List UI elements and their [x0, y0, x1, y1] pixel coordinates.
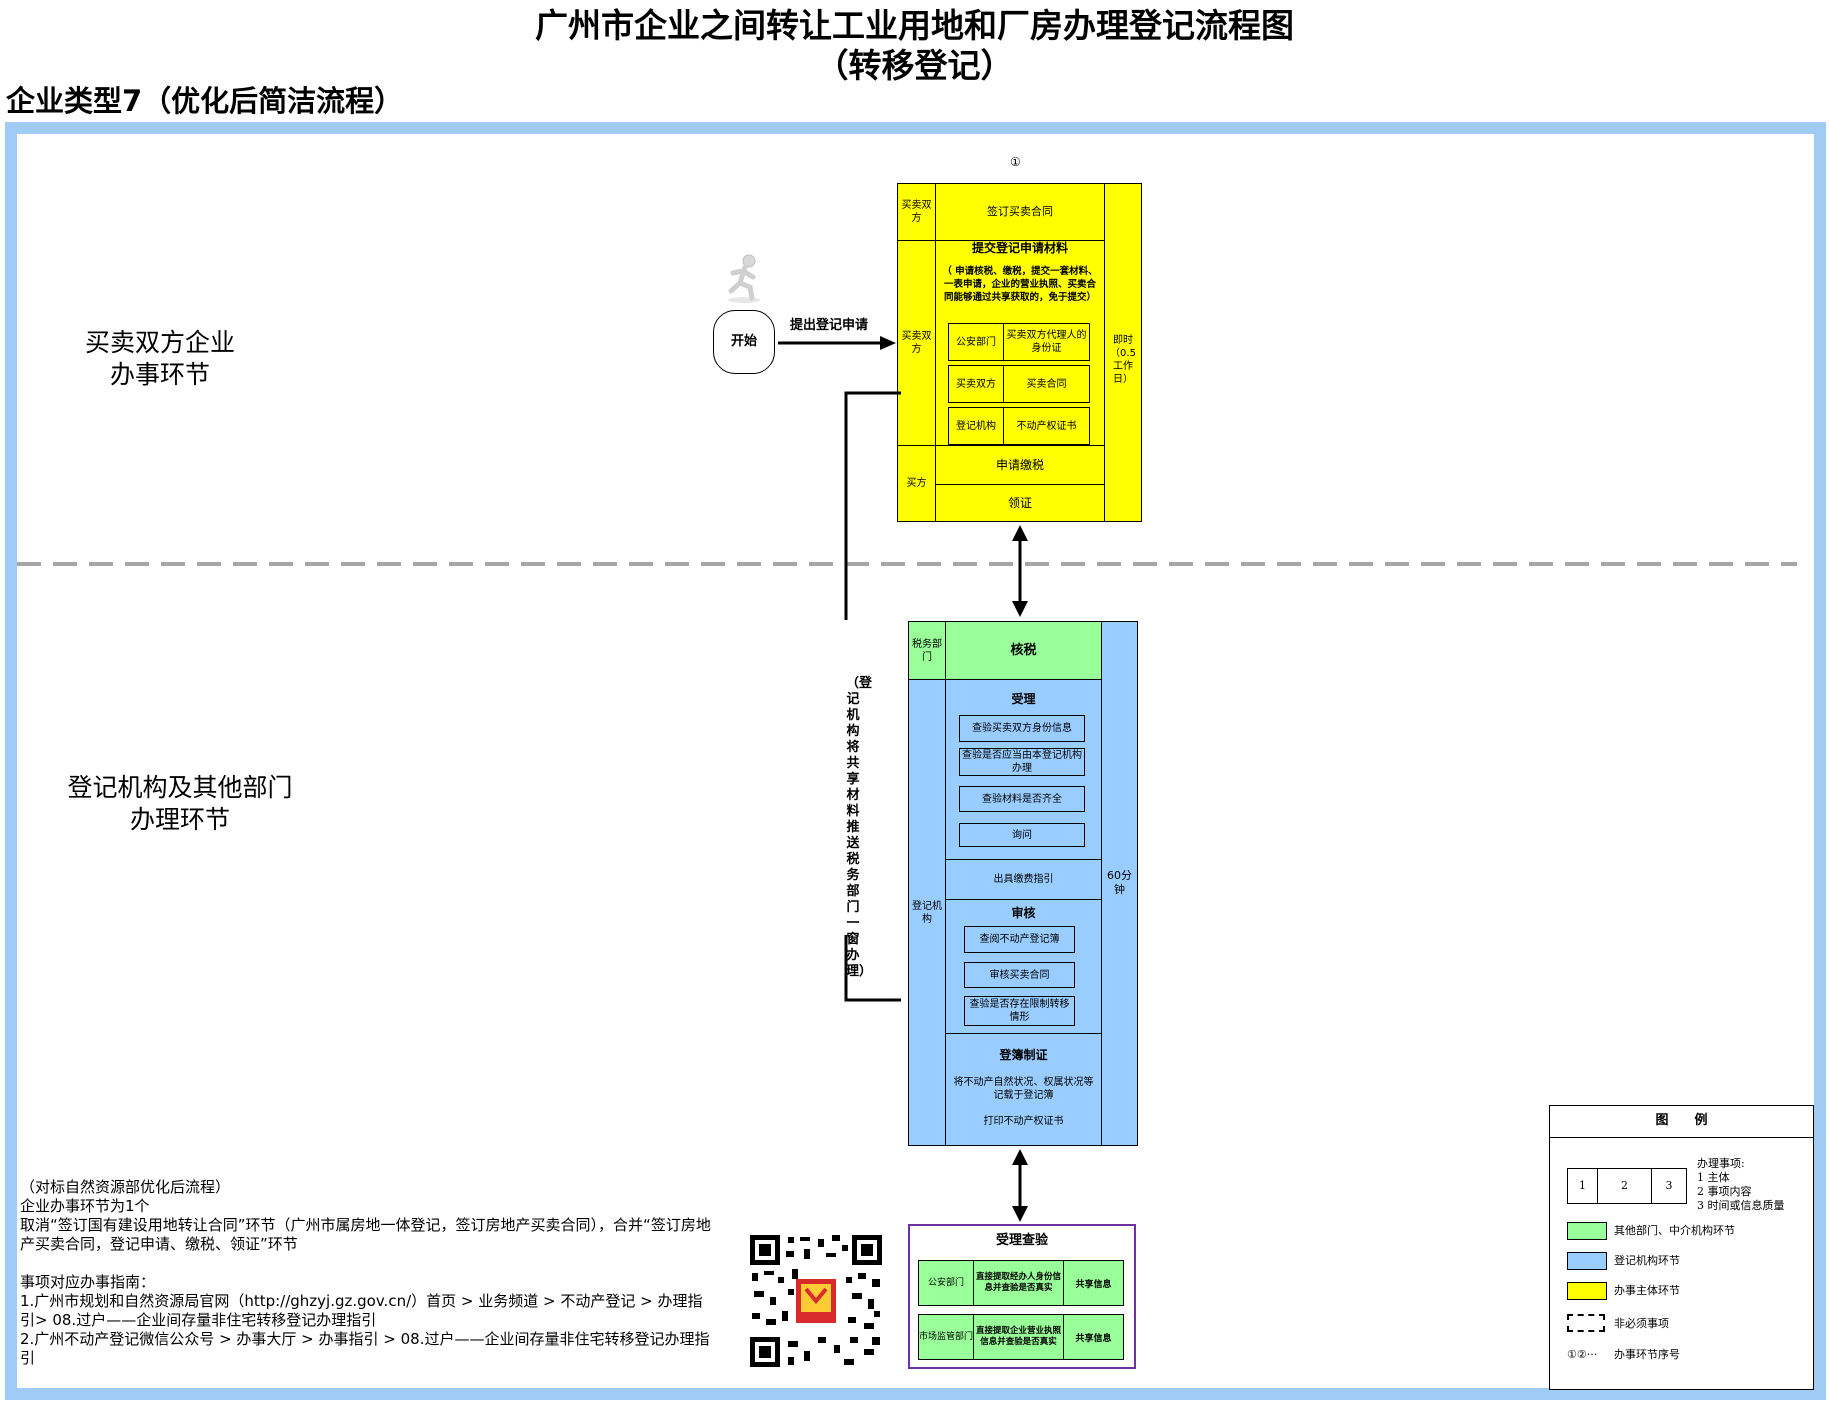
- materials-row: 买卖双方 买卖合同: [948, 365, 1090, 403]
- lane-divider: [17, 562, 1797, 566]
- page-title-line2: （转移登记）: [815, 46, 1014, 85]
- step2-time: 60分钟: [1107, 869, 1132, 896]
- step2-time-column: [1101, 621, 1138, 1146]
- legend-green-label: 其他部门、中介机构环节: [1614, 1224, 1735, 1237]
- legend-box-line: 1 主体: [1697, 1171, 1730, 1184]
- materials-party: 登记机构: [949, 408, 1004, 444]
- verify-tag: 共享信息: [1075, 1333, 1112, 1344]
- lane-label-registry-line2: 办理环节: [129, 805, 230, 834]
- double-arrow-1: [1012, 525, 1028, 617]
- legend-box-heading: 办理事项:: [1697, 1157, 1745, 1170]
- legend-blue-label: 登记机构环节: [1614, 1254, 1680, 1267]
- lane-label-registry: 登记机构及其他部门 办理环节: [30, 772, 330, 836]
- step2-tax-subject: 税务部门: [908, 621, 946, 680]
- materials-party: 公安部门: [949, 324, 1004, 360]
- step1-r3-tax: 申请缴税: [935, 445, 1105, 485]
- verify-dept: 市场监管部门: [919, 1315, 974, 1359]
- step1-r2-content: [935, 240, 1105, 446]
- legend-yellow-label: 办事主体环节: [1614, 1284, 1680, 1297]
- review-title: 审核: [1011, 906, 1036, 920]
- page-title: 广州市企业之间转让工业用地和厂房办理登记流程图: [535, 6, 1294, 45]
- verify-title: 受理查验: [995, 1233, 1048, 1248]
- verify-desc: 直接提取企业营业执照信息并查验是否真实: [974, 1315, 1064, 1359]
- accept-item: 查验材料是否齐全: [959, 786, 1085, 812]
- verify-desc: 直接提取经办人身份信息并查验是否真实: [974, 1261, 1064, 1305]
- legend-box-desc: 办理事项: 1 主体 2 事项内容 3 时间或信息质量: [1697, 1157, 1785, 1213]
- legend-yellow-swatch: [1567, 1282, 1607, 1300]
- legend-green-swatch: [1567, 1222, 1607, 1240]
- materials-row: 登记机构 不动产权证书: [948, 407, 1090, 445]
- step1-r3-collect: 领证: [935, 484, 1105, 522]
- step1-time: 即时（0.5工作日）: [1110, 335, 1136, 385]
- accept-item: 查验买卖双方身份信息: [959, 715, 1085, 742]
- step1-r3-subject: 买方: [897, 445, 936, 522]
- accept-block: [945, 679, 1102, 860]
- lane-label-applicants-line1: 买卖双方企业: [84, 328, 235, 357]
- runner-icon: [728, 254, 760, 303]
- verify-row: 市场监管部门 直接提取企业营业执照信息并查验是否真实 共享信息: [918, 1314, 1124, 1360]
- review-item: 查阅不动产登记簿: [964, 926, 1075, 953]
- legend-dashed-label: 非必须事项: [1614, 1317, 1669, 1330]
- notes-text: （对标自然资源部优化后流程） 企业办事环节为1个 取消“签订国有建设用地转让合同…: [20, 1178, 711, 1367]
- materials-item: 买卖合同: [1026, 378, 1067, 390]
- record-title: 登簿制证: [999, 1048, 1048, 1062]
- review-item: 查验是否存在限制转移情形: [964, 996, 1075, 1026]
- step1-r2-desc: （ 申请核税、缴税，提交一套材料、一表申请，企业的营业执照、买卖合同能够通过共享…: [942, 266, 1098, 303]
- start-node: 开始: [713, 310, 775, 374]
- step2-tax-content: 核税: [945, 621, 1102, 680]
- accept-item: 查验是否应当由本登记机构办理: [959, 748, 1085, 776]
- step1-r1-subject: 买卖双方: [897, 183, 936, 241]
- verify-row: 公安部门 直接提取经办人身份信息并查验是否真实 共享信息: [918, 1260, 1124, 1306]
- legend-dashed-swatch: [1567, 1314, 1605, 1332]
- legend-seq-label: 办事环节序号: [1614, 1348, 1680, 1361]
- materials-party: 买卖双方: [949, 366, 1004, 402]
- qr-code-icon: [748, 1233, 884, 1369]
- bracket-connector: [844, 391, 901, 1002]
- record-desc: 将不动产自然状况、权属状况等记载于登记簿: [953, 1077, 1094, 1101]
- legend-panel: [1549, 1105, 1814, 1390]
- record-print: 打印不动产权证书: [983, 1116, 1064, 1127]
- start-arrow: [778, 336, 896, 350]
- page-subtitle: 企业类型7（优化后简洁流程）: [6, 84, 404, 118]
- side-note: （登记机构将共享材料推送税务部门一窗办理）: [846, 676, 873, 979]
- legend-divider: [1549, 1137, 1814, 1138]
- legend-box-num: 2: [1598, 1169, 1652, 1203]
- materials-item: 买卖双方代理人的身份证: [1006, 330, 1087, 354]
- lane-label-registry-line1: 登记机构及其他部门: [67, 773, 293, 802]
- double-arrow-2: [1012, 1149, 1028, 1222]
- diagram-frame: [5, 122, 1826, 1400]
- materials-item: 不动产权证书: [1016, 420, 1077, 432]
- legend-box-line: 3 时间或信息质量: [1697, 1199, 1785, 1212]
- legend-title: 图 例: [1655, 1113, 1708, 1128]
- lane-label-applicants: 买卖双方企业 办事环节: [30, 327, 290, 391]
- review-block: [945, 899, 1102, 1034]
- materials-row: 公安部门 买卖双方代理人的身份证: [948, 323, 1090, 361]
- review-item: 审核买卖合同: [964, 962, 1075, 988]
- verify-tag: 共享信息: [1075, 1279, 1112, 1290]
- record-block: [945, 1033, 1102, 1146]
- verify-dept: 公安部门: [919, 1261, 974, 1305]
- legend-seq-symbol: ①②···: [1567, 1348, 1598, 1361]
- start-arrow-label: 提出登记申请: [790, 318, 869, 333]
- legend-box-num: 1: [1568, 1169, 1598, 1203]
- fee-guide: 出具缴费指引: [945, 859, 1102, 900]
- step1-r2-title: 提交登记申请材料: [971, 241, 1068, 255]
- materials-table: 公安部门 买卖双方代理人的身份证 买卖双方 买卖合同 登记机构 不动产权证书: [948, 323, 1090, 445]
- step1-r1-content: 签订买卖合同: [935, 183, 1105, 241]
- step-number: ①: [1010, 155, 1021, 169]
- legend-blue-swatch: [1567, 1252, 1607, 1270]
- accept-title: 受理: [1011, 692, 1036, 706]
- step2-reg-subject: 登记机构: [908, 679, 946, 1146]
- legend-box-sample: 1 2 3: [1567, 1168, 1687, 1204]
- accept-item: 询问: [959, 823, 1085, 847]
- lane-label-applicants-line2: 办事环节: [109, 360, 210, 389]
- legend-box-num: 3: [1665, 1179, 1673, 1192]
- legend-box-line: 2 事项内容: [1697, 1185, 1752, 1198]
